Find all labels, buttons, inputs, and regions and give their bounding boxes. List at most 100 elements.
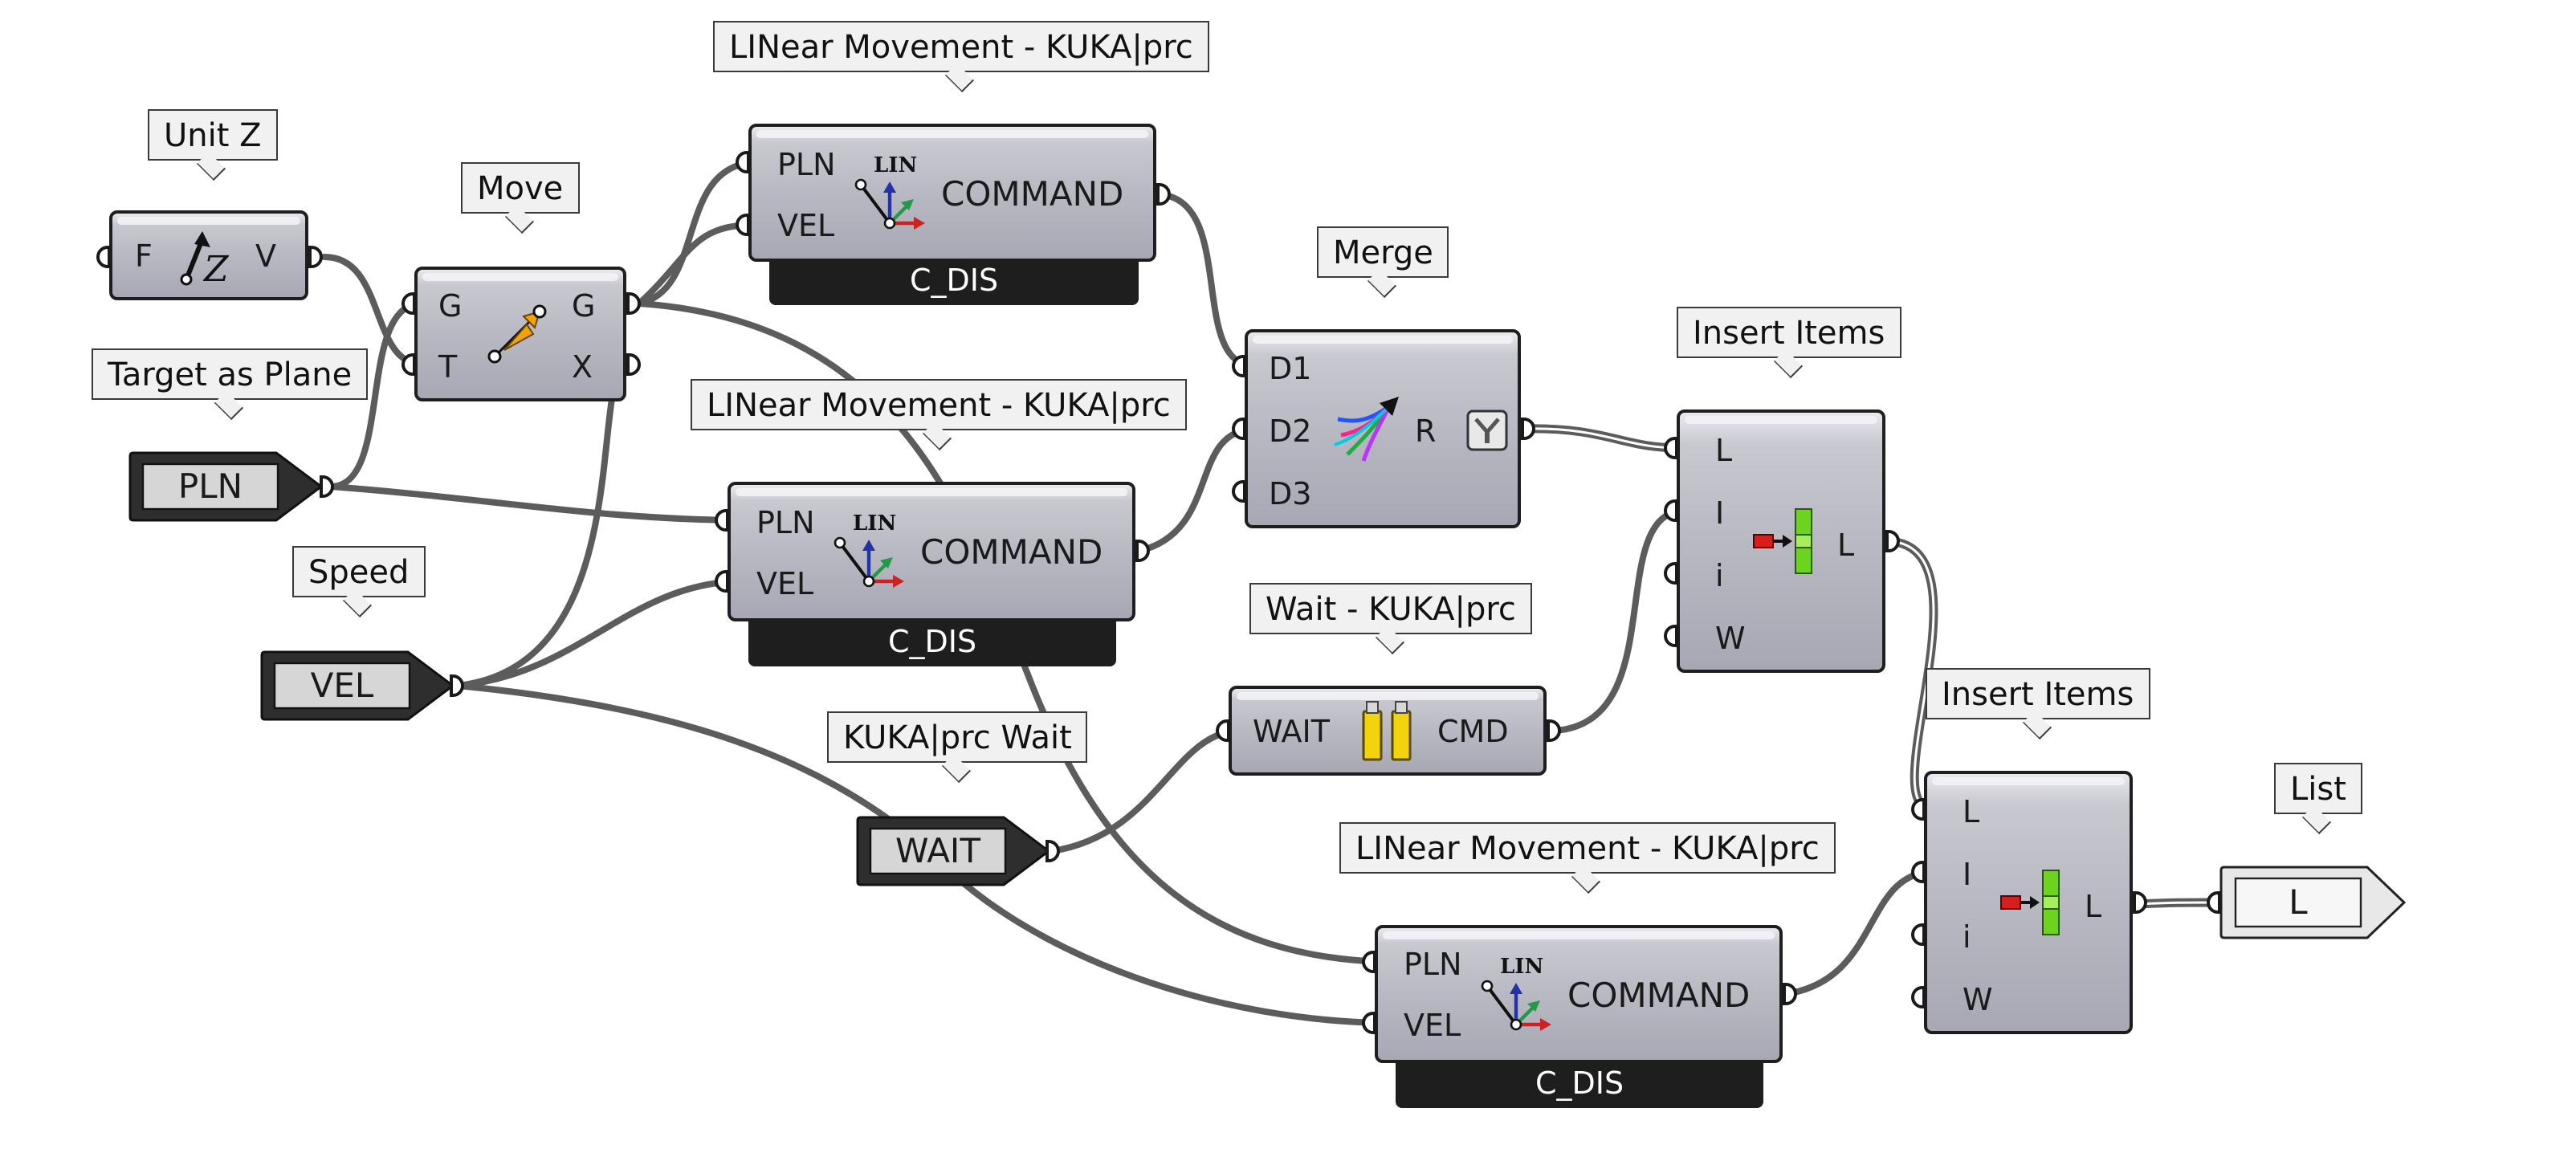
wait-cmd-output-cmd: CMD — [1437, 715, 1509, 750]
merge-input-d3-grip[interactable] — [1232, 480, 1246, 503]
callout-wait-cmd: Wait - KUKA|prc — [1249, 583, 1532, 634]
insert-bot-input-i2-grip[interactable] — [1911, 923, 1926, 946]
wire-linbot-to-insert-bot-i — [1783, 869, 1930, 997]
lin-top-output-grip[interactable] — [1156, 183, 1171, 206]
callout-list: List — [2274, 763, 2362, 814]
lin-mid-footer: C_DIS — [748, 618, 1116, 666]
wait-param-output-grip[interactable] — [1045, 840, 1060, 862]
lin-bot-input-vel: VEL — [1404, 1008, 1461, 1044]
unit-z-input-f: F — [135, 239, 153, 275]
list-param[interactable]: L — [2219, 864, 2409, 939]
insert-items-top-component[interactable]: L I i W L — [1677, 409, 1885, 673]
flatten-funnel-icon — [1466, 409, 1508, 451]
lin-bot-input-vel-grip[interactable] — [1362, 1012, 1376, 1034]
wire-vel-to-lintop-vel — [454, 365, 623, 689]
wait-cmd-input-grip[interactable] — [1216, 719, 1230, 742]
lin-top-component[interactable]: PLN VEL LIN COMMAND — [748, 124, 1156, 262]
merge-component[interactable]: D1 D2 D3 R — [1245, 329, 1521, 528]
svg-text:LIN: LIN — [853, 511, 896, 536]
vel-param-output-grip[interactable] — [450, 674, 464, 697]
lin-mid-output-command: COMMAND — [920, 533, 1103, 572]
wait-param-label: WAIT — [895, 832, 980, 870]
wait-cmd-output-grip[interactable] — [1547, 719, 1561, 742]
move-input-g-grip[interactable] — [401, 292, 416, 315]
vel-param[interactable]: VEL — [260, 649, 459, 723]
merge-input-d1: D1 — [1269, 352, 1312, 387]
wire-vel-to-linmid-vel — [454, 578, 739, 689]
insert-top-output-grip[interactable] — [1885, 530, 1900, 552]
lin-axes-icon: LIN — [854, 153, 925, 230]
callout-move: Move — [461, 162, 580, 214]
insert-top-input-i-upper: I — [1715, 496, 1725, 532]
lin-mid-input-vel-grip[interactable] — [715, 570, 729, 593]
svg-text:Z: Z — [202, 249, 230, 287]
wire-move-to-lintop-vel — [636, 222, 758, 307]
merge-output-grip[interactable] — [1521, 418, 1535, 440]
lin-top-input-vel-grip[interactable] — [736, 214, 750, 236]
pln-param-label: PLN — [177, 467, 243, 506]
wait-cmd-input-wait: WAIT — [1253, 715, 1330, 750]
move-output-g-grip[interactable] — [626, 292, 641, 315]
merge-input-d2-grip[interactable] — [1232, 418, 1246, 440]
insert-bot-input-w: W — [1963, 983, 1993, 1018]
lin-mid-input-vel: VEL — [756, 567, 814, 602]
insert-top-input-i2-grip[interactable] — [1664, 562, 1678, 585]
insert-bot-output-l: L — [2085, 890, 2102, 925]
wire-lintop-to-merge-d1 — [1156, 191, 1256, 369]
move-input-t: T — [438, 350, 458, 385]
lin-mid-input-pln-grip[interactable] — [715, 509, 729, 532]
lin-bot-input-pln: PLN — [1404, 947, 1462, 983]
insert-top-input-l: L — [1715, 434, 1733, 469]
merge-output-r: R — [1415, 414, 1437, 450]
lin-top-output-command: COMMAND — [941, 175, 1124, 214]
merge-input-d3: D3 — [1269, 477, 1312, 512]
lin-mid-output-grip[interactable] — [1135, 540, 1150, 562]
insert-bot-input-l-grip[interactable] — [1911, 798, 1926, 821]
wire-pln-to-move-g — [328, 300, 424, 490]
wire-waitcmd-to-insert-top-i — [1551, 507, 1683, 734]
insert-bot-output-grip[interactable] — [2133, 891, 2147, 914]
insert-item-red-green-icon — [1753, 508, 1812, 574]
move-component[interactable]: G T G X — [414, 267, 626, 401]
list-param-label: L — [2289, 883, 2308, 922]
list-param-input-grip[interactable] — [2207, 891, 2221, 914]
lin-top-input-pln: PLN — [777, 148, 836, 183]
lin-bot-footer: C_DIS — [1396, 1060, 1763, 1108]
insert-top-input-i-grip[interactable] — [1664, 499, 1678, 522]
unit-z-component[interactable]: F Z V — [109, 210, 308, 300]
unit-z-input-grip[interactable] — [96, 246, 111, 268]
lin-bot-input-pln-grip[interactable] — [1362, 951, 1376, 973]
pln-param-output-grip[interactable] — [320, 475, 334, 498]
merge-input-d2: D2 — [1269, 414, 1312, 450]
insert-top-input-i-lower: i — [1715, 559, 1724, 594]
wait-cmd-component[interactable]: WAIT CMD — [1229, 686, 1547, 776]
wire-merge-to-insert-top-l — [1521, 424, 1685, 453]
move-input-t-grip[interactable] — [401, 353, 416, 376]
insert-bot-input-i-grip[interactable] — [1911, 861, 1926, 883]
wait-param[interactable]: WAIT — [856, 814, 1055, 888]
insert-top-input-l-grip[interactable] — [1664, 437, 1678, 459]
lin-axes-icon: LIN — [1481, 955, 1551, 1031]
unit-z-output-grip[interactable] — [308, 246, 323, 268]
insert-items-bot-component[interactable]: L I i W L — [1924, 771, 2133, 1034]
lin-top-input-pln-grip[interactable] — [736, 151, 750, 173]
lin-bot-component[interactable]: PLN VEL LIN COMMAND — [1375, 925, 1783, 1063]
callout-unit-z: Unit Z — [148, 109, 278, 161]
callout-lin-top: LINear Movement - KUKA|prc — [713, 21, 1209, 72]
pln-param[interactable]: PLN — [128, 450, 328, 524]
insert-top-input-w-grip[interactable] — [1664, 625, 1678, 647]
callout-insert-top: Insert Items — [1677, 307, 1901, 358]
callout-kuka-wait: KUKA|prc Wait — [827, 711, 1088, 763]
insert-top-input-w: W — [1715, 621, 1746, 657]
move-output-x-grip[interactable] — [626, 353, 641, 376]
merge-input-d1-grip[interactable] — [1232, 355, 1246, 377]
insert-bot-input-w-grip[interactable] — [1911, 986, 1926, 1008]
lin-top-footer: C_DIS — [769, 257, 1139, 305]
wire-vel-to-wait — [454, 682, 903, 830]
wire-wait-to-waitcmd — [1049, 727, 1240, 854]
lin-bot-output-grip[interactable] — [1783, 983, 1797, 1005]
lin-mid-component[interactable]: PLN VEL LIN COMMAND — [728, 482, 1135, 621]
vel-param-label: VEL — [310, 666, 374, 705]
move-arrow-icon — [487, 304, 547, 364]
wire-linmid-to-merge-d2 — [1137, 426, 1256, 554]
